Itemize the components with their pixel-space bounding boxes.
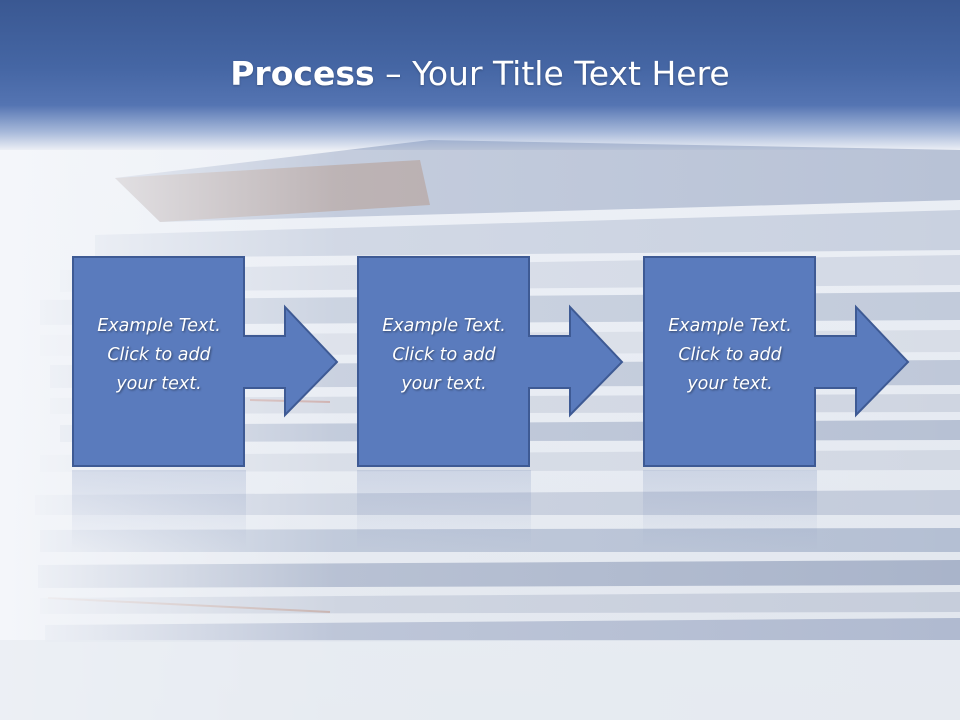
step-text-line: Example Text. (97, 316, 221, 336)
slide-title[interactable]: Process – Your Title Text Here (0, 52, 960, 96)
step-2-text[interactable]: Example Text. Click to add your text. (359, 312, 529, 399)
step-text-line: your text. (687, 374, 773, 394)
process-arrow-shape (357, 256, 624, 467)
process-step-2[interactable]: Example Text. Click to add your text. (357, 256, 647, 468)
step-3-reflection (643, 470, 817, 550)
step-text-line: Click to add (107, 345, 211, 365)
step-text-line: Example Text. (382, 316, 506, 336)
step-1-text[interactable]: Example Text. Click to add your text. (74, 312, 244, 399)
step-text-line: Click to add (392, 345, 496, 365)
step-text-line: Click to add (678, 345, 782, 365)
title-rest: – Your Title Text Here (374, 54, 730, 93)
process-arrow-shape (72, 256, 339, 467)
step-text-line: your text. (401, 374, 487, 394)
step-3-text[interactable]: Example Text. Click to add your text. (645, 312, 815, 399)
step-1-reflection (72, 470, 246, 550)
step-2-reflection (357, 470, 531, 550)
step-text-line: your text. (116, 374, 202, 394)
process-step-1[interactable]: Example Text. Click to add your text. (72, 256, 362, 468)
process-step-3[interactable]: Example Text. Click to add your text. (643, 256, 933, 468)
step-text-line: Example Text. (668, 316, 792, 336)
process-arrow-shape (643, 256, 910, 467)
title-bold: Process (230, 54, 375, 93)
title-band (0, 0, 960, 150)
